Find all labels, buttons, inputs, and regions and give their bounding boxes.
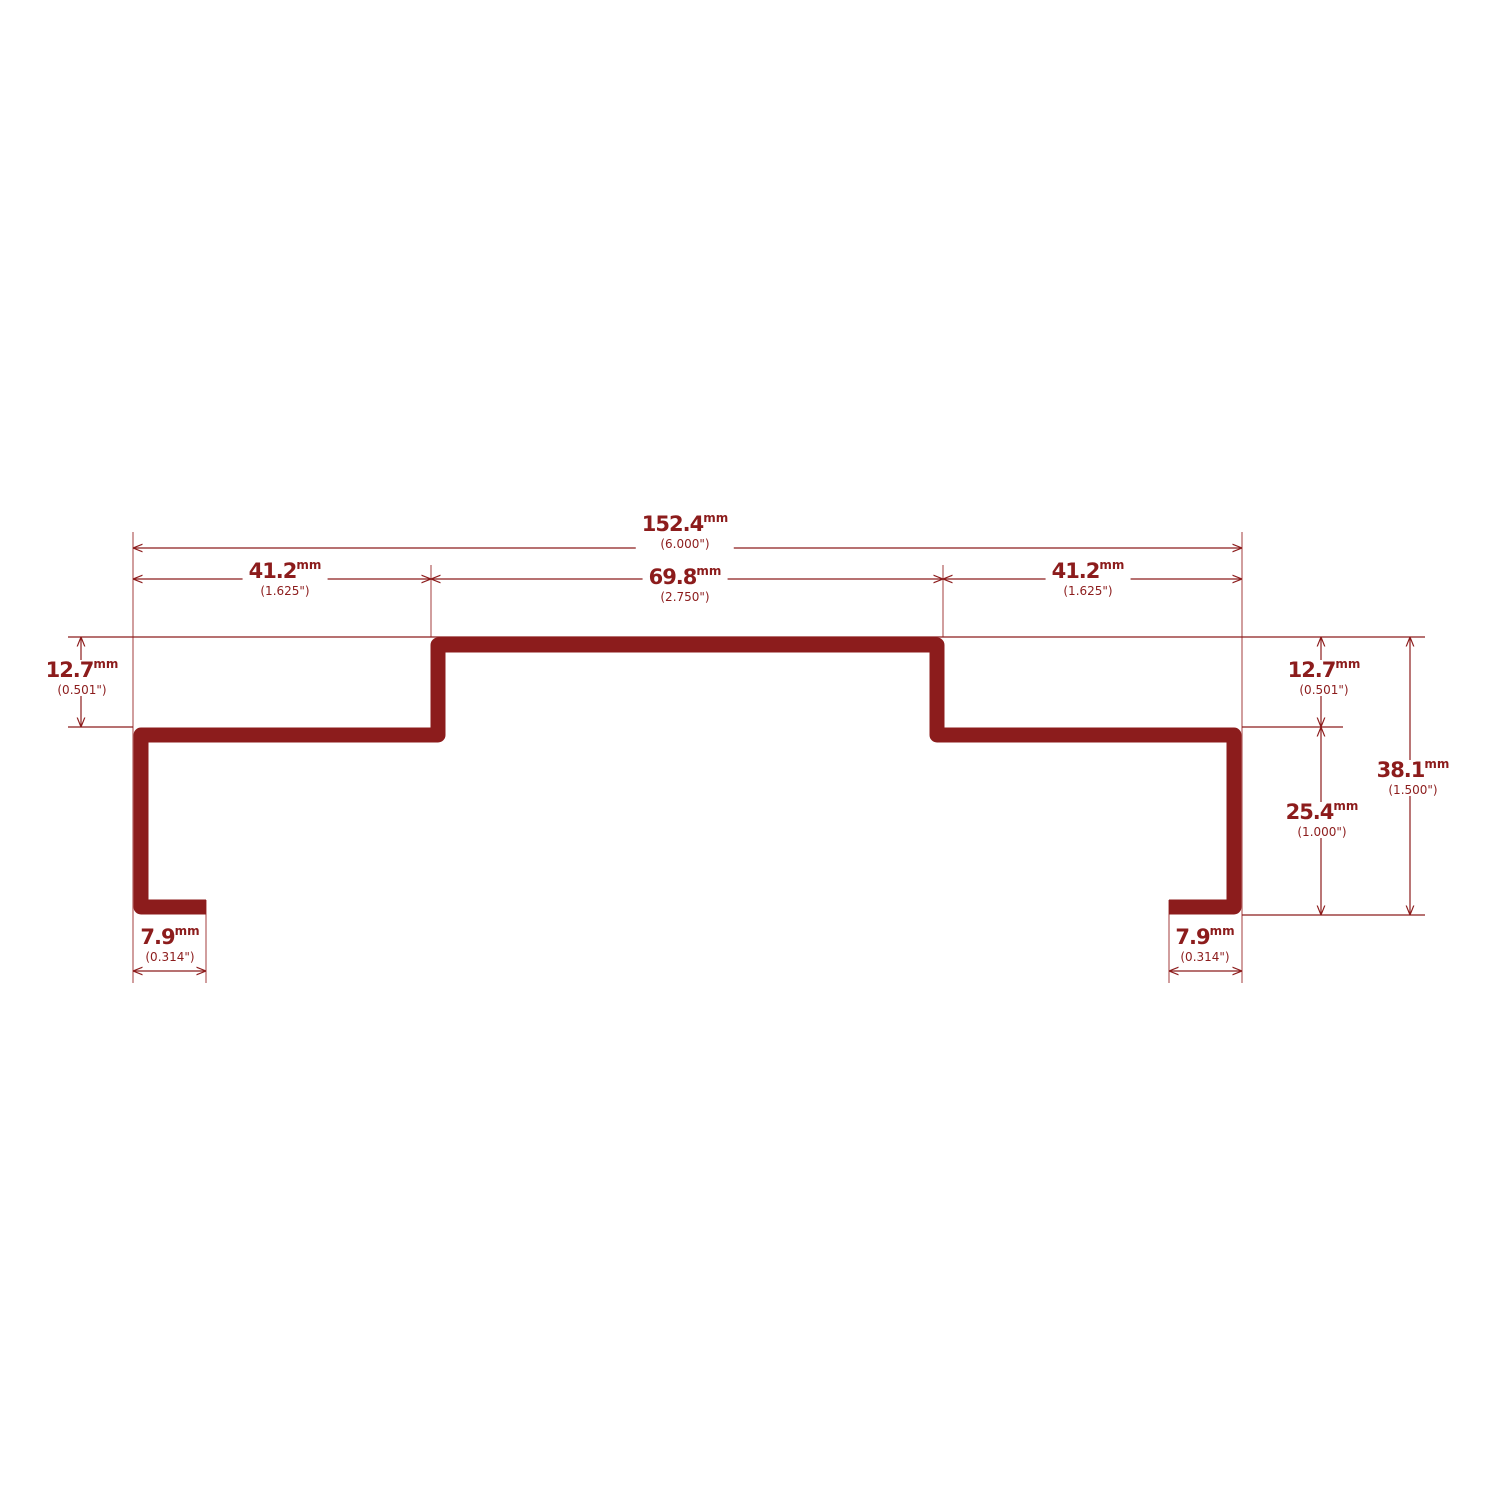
value-in: (0.314") (1180, 950, 1230, 964)
value-mm: 38.1 (1376, 758, 1426, 782)
value-in: (1.625") (1063, 584, 1113, 598)
unit: mm (696, 564, 722, 578)
value-in: (1.500") (1388, 783, 1438, 797)
value-mm: 12.7 (1287, 658, 1337, 682)
unit: mm (1335, 657, 1361, 671)
label-center-width: 69.8mm (2.750") (642, 564, 728, 604)
value-mm: 41.2 (248, 559, 298, 583)
value-mm: 69.8 (648, 565, 698, 589)
label-right-step-height: 12.7mm (0.501") (1281, 657, 1367, 697)
value-mm: 41.2 (1051, 559, 1101, 583)
label-left-flange: 41.2mm (1.625") (242, 558, 328, 598)
unit: mm (703, 511, 729, 525)
value-in: (6.000") (660, 537, 710, 551)
value-in: (0.501") (1299, 683, 1349, 697)
channel-profile (133, 637, 1242, 915)
value-mm: 25.4 (1285, 800, 1335, 824)
label-overall-height: 38.1mm (1.500") (1370, 757, 1456, 797)
value-in: (0.501") (57, 683, 107, 697)
value-in: (2.750") (660, 590, 710, 604)
label-right-lip: 7.9mm (0.314") (1169, 924, 1240, 964)
label-left-lip: 7.9mm (0.314") (134, 924, 205, 964)
value-mm: 7.9 (1175, 925, 1210, 949)
unit: mm (1424, 757, 1450, 771)
label-side-height: 25.4mm (1.000") (1279, 799, 1365, 839)
value-mm: 12.7 (45, 658, 95, 682)
unit: mm (1209, 924, 1235, 938)
value-in: (1.000") (1297, 825, 1347, 839)
value-mm: 7.9 (140, 925, 175, 949)
label-right-flange: 41.2mm (1.625") (1045, 558, 1131, 598)
value-in: (0.314") (145, 950, 195, 964)
value-mm: 152.4 (641, 512, 704, 536)
label-left-step-height: 12.7mm (0.501") (39, 657, 125, 697)
unit: mm (1333, 799, 1359, 813)
label-overall-width: 152.4mm (6.000") (635, 511, 735, 551)
value-in: (1.625") (260, 584, 310, 598)
unit: mm (296, 558, 322, 572)
unit: mm (174, 924, 200, 938)
horizontal-ext-lines (68, 636, 1425, 916)
unit: mm (93, 657, 119, 671)
unit: mm (1099, 558, 1125, 572)
